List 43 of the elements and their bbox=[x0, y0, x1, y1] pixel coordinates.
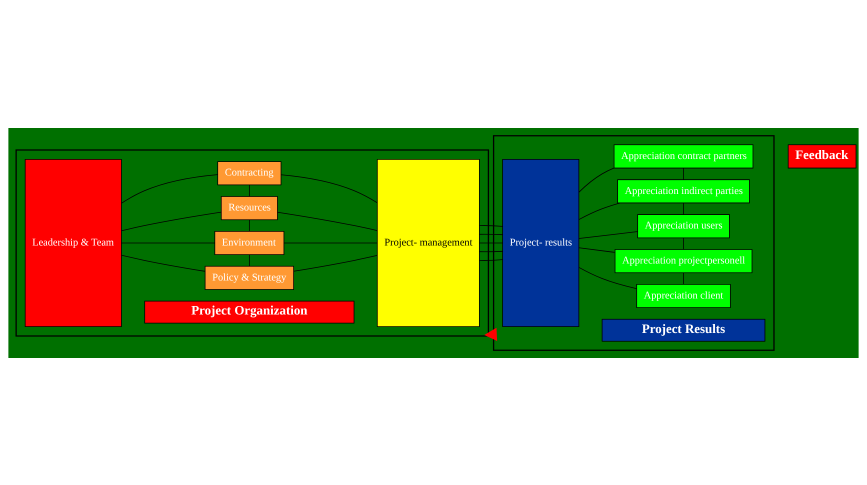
connector bbox=[121, 174, 218, 204]
node-box: Appreciation client bbox=[636, 283, 731, 308]
connector bbox=[121, 242, 216, 243]
connector bbox=[578, 266, 638, 288]
arrow bbox=[484, 327, 498, 340]
connector bbox=[683, 202, 684, 214]
node-box: Project- management bbox=[376, 158, 480, 327]
connector bbox=[479, 250, 503, 252]
cluster bbox=[16, 148, 490, 336]
connector bbox=[280, 174, 378, 203]
connector bbox=[479, 233, 503, 235]
connector bbox=[248, 184, 250, 196]
node-box: Contracting bbox=[217, 160, 282, 185]
node-box: Appreciation indirect parties bbox=[617, 178, 750, 203]
connector bbox=[578, 202, 620, 220]
node-box: Appreciation users bbox=[637, 214, 730, 238]
connector bbox=[578, 230, 638, 238]
node-box: Resources bbox=[220, 196, 278, 220]
connector bbox=[683, 237, 684, 250]
connector bbox=[121, 254, 206, 272]
connector bbox=[284, 242, 378, 243]
node-box: Policy & Strategy bbox=[204, 265, 294, 290]
connector bbox=[479, 258, 503, 260]
node-box: Appreciation contract partners bbox=[614, 144, 754, 168]
cluster bbox=[492, 134, 775, 350]
connector bbox=[277, 211, 378, 230]
node-box: Leadership & Team bbox=[24, 158, 122, 327]
connector bbox=[293, 254, 378, 272]
connector bbox=[578, 167, 614, 192]
connector bbox=[121, 211, 222, 231]
connector bbox=[683, 167, 684, 180]
node-box: Project Organization bbox=[144, 300, 354, 323]
connector bbox=[479, 242, 503, 243]
connector bbox=[683, 272, 684, 284]
connector bbox=[248, 218, 250, 232]
node-box: Environment bbox=[214, 230, 284, 255]
node-box: Feedback bbox=[788, 144, 856, 168]
connector bbox=[248, 254, 250, 266]
connector bbox=[578, 246, 616, 252]
node-box: Project Results bbox=[602, 318, 766, 342]
connector bbox=[479, 224, 503, 226]
node-box: Appreciation projectpersonell bbox=[614, 248, 752, 273]
node-box: Project- results bbox=[502, 158, 580, 327]
